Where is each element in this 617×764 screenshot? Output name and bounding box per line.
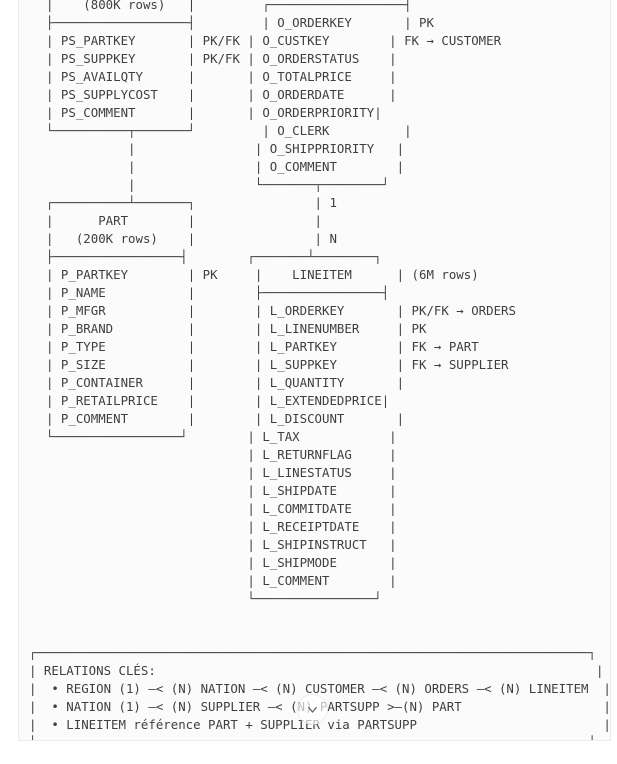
key-relations-box: ┌───────────────────────────────────────… xyxy=(29,645,611,740)
scrollable-diagram-panel[interactable]: | (800K rows) | ┌──────────────────┤ ├──… xyxy=(18,0,611,741)
scroll-down-button[interactable] xyxy=(297,694,328,725)
er-diagram-ascii-art: | (800K rows) | ┌──────────────────┤ ├──… xyxy=(46,0,516,606)
chevron-down-icon xyxy=(305,702,320,717)
